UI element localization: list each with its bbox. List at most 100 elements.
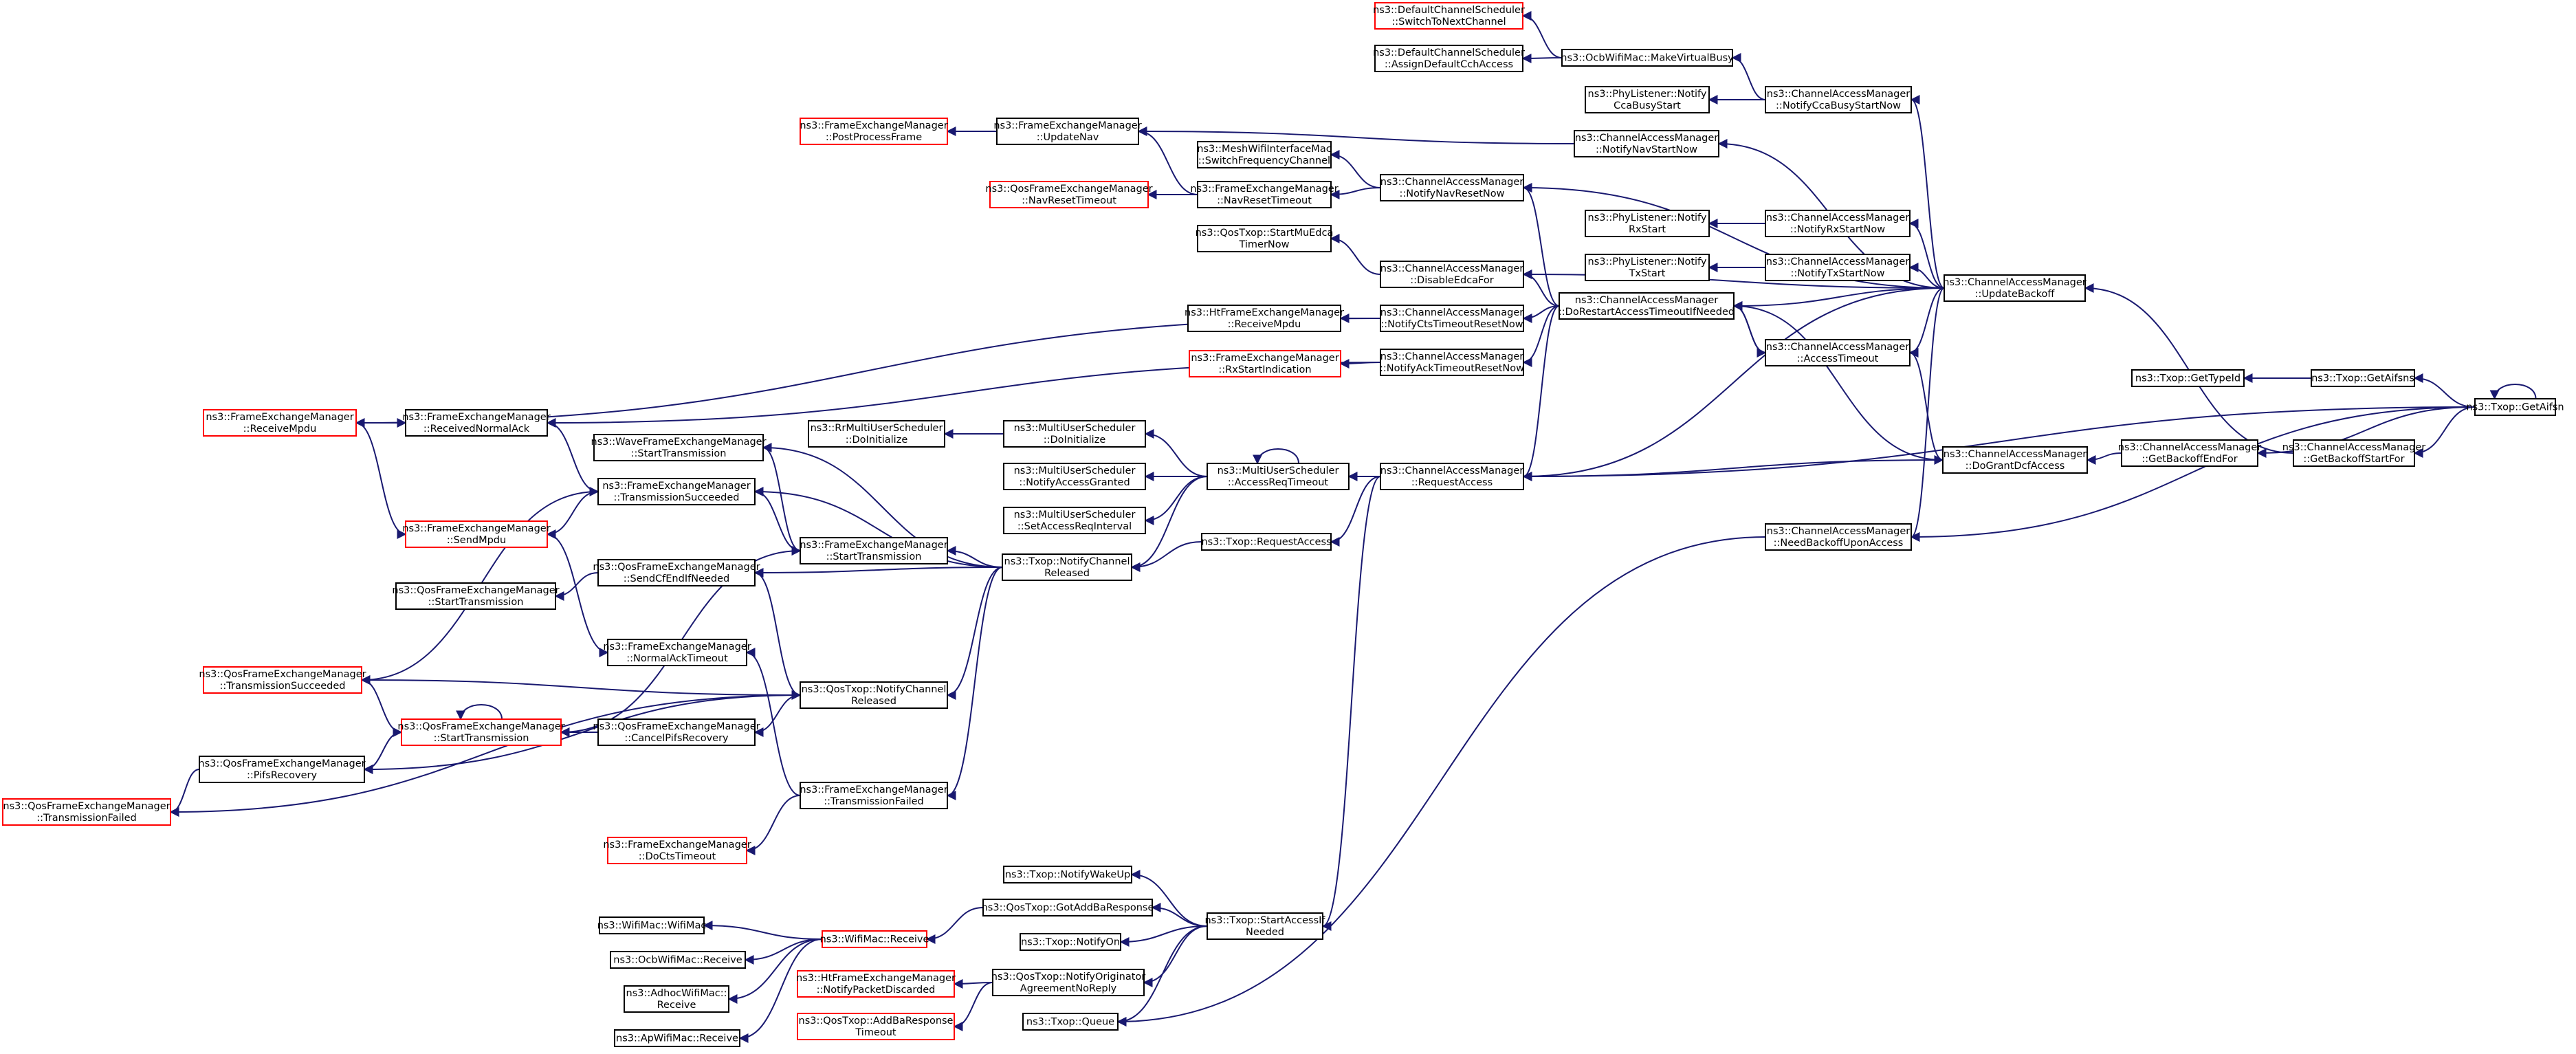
node-box <box>1765 86 1912 113</box>
node-label-line: ::StartTransmission <box>631 448 727 459</box>
graph-node-getbackoffendfor[interactable]: ns3::ChannelAccessManager::GetBackoffEnd… <box>2118 439 2262 467</box>
node-box <box>1585 210 1710 237</box>
graph-node-needbackoff[interactable]: ns3::ChannelAccessManager::NeedBackoffUp… <box>1765 523 1912 551</box>
graph-node-navresetnow[interactable]: ns3::ChannelAccessManager::NotifyNavRese… <box>1380 174 1524 201</box>
graph-node-disableedca[interactable]: ns3::ChannelAccessManager::DisableEdcaFo… <box>1380 261 1524 288</box>
call-edge-dorestart-to-updatebackoff <box>1732 287 1945 311</box>
graph-node-updatebackoff[interactable]: ns3::ChannelAccessManager::UpdateBackoff <box>1943 274 2087 302</box>
graph-node-htfem_discarded[interactable]: ns3::HtFrameExchangeManager::NotifyPacke… <box>796 970 956 998</box>
graph-node-dogrant[interactable]: ns3::ChannelAccessManager::DoGrantDcfAcc… <box>1942 446 2088 474</box>
node-label-line: ::DisableEdcaFor <box>1410 275 1493 286</box>
graph-node-ap_receive[interactable]: ns3::ApWifiMac::Receive <box>614 1029 740 1047</box>
graph-node-fem_receivempdu[interactable]: ns3::FrameExchangeManager::ReceiveMpdu <box>203 409 357 437</box>
graph-node-qfem_navreset[interactable]: ns3::QosFrameExchangeManager::NavResetTi… <box>985 181 1153 208</box>
node-box <box>800 118 948 145</box>
node-label-line: ::NotifyAccessGranted <box>1019 477 1130 488</box>
graph-node-fem_postprocess[interactable]: ns3::FrameExchangeManager::PostProcessFr… <box>800 118 948 145</box>
call-edge-requestaccess-to-getaifsn <box>1522 406 2476 481</box>
node-label-line: ns3::WifiMac::Receive <box>820 934 929 945</box>
node-box <box>989 181 1149 208</box>
graph-node-mus_doinit[interactable]: ns3::MultiUserScheduler::DoInitialize <box>1003 420 1146 448</box>
node-box <box>1944 274 2086 302</box>
graph-node-ocb_receive[interactable]: ns3::OcbWifiMac::Receive <box>610 951 746 969</box>
node-box <box>808 420 945 448</box>
node-label-line: ns3::QosTxop::StartMuEdca <box>1196 228 1334 239</box>
call-edge-qfem_txfailed-to-qostxop_notifyreleased <box>169 694 801 817</box>
graph-node-requestaccess[interactable]: ns3::ChannelAccessManager::RequestAccess <box>1380 463 1524 490</box>
node-box <box>199 756 365 783</box>
node-box <box>614 1029 740 1047</box>
node-box <box>800 681 948 709</box>
graph-node-fem_updatenav[interactable]: ns3::FrameExchangeManager::UpdateNav <box>993 118 1142 145</box>
graph-node-phyrxstart[interactable]: ns3::PhyListener::NotifyRxStart <box>1585 210 1710 237</box>
node-label-line: ns3::ChannelAccessManager <box>2118 442 2262 453</box>
graph-node-rxstartnow[interactable]: ns3::ChannelAccessManager::NotifyRxStart… <box>1765 210 1911 237</box>
graph-node-qfem_cancelpifs[interactable]: ns3::QosFrameExchangeManager::CancelPifs… <box>593 718 760 746</box>
graph-node-ctstimeoutreset[interactable]: ns3::ChannelAccessManager::NotifyCtsTime… <box>1380 305 1524 332</box>
graph-node-fem_docts[interactable]: ns3::FrameExchangeManager::DoCtsTimeout <box>603 837 751 864</box>
node-label-line: ::NotifyNavResetNow <box>1399 188 1504 199</box>
graph-node-fem_sendmpdu[interactable]: ns3::FrameExchangeManager::SendMpdu <box>402 520 551 548</box>
graph-node-qfem_pifsrecovery[interactable]: ns3::QosFrameExchangeManager::PifsRecove… <box>198 756 366 783</box>
node-label-line: ns3::QosTxop::NotifyChannel <box>802 684 947 695</box>
graph-node-getaifsns[interactable]: ns3::Txop::GetAifsns <box>2311 369 2415 387</box>
graph-node-fem_navreset[interactable]: ns3::FrameExchangeManager::NavResetTimeo… <box>1190 181 1339 208</box>
graph-node-meshswitch[interactable]: ns3::MeshWifiInterfaceMac::SwitchFrequen… <box>1197 141 1332 168</box>
graph-node-mus_accessreqtimeout[interactable]: ns3::MultiUserScheduler::AccessReqTimeou… <box>1207 463 1350 490</box>
graph-node-mus_setinterval[interactable]: ns3::MultiUserScheduler::SetAccessReqInt… <box>1003 507 1146 534</box>
graph-node-fem_normalacktimeout[interactable]: ns3::FrameExchangeManager::NormalAckTime… <box>603 639 751 666</box>
graph-node-fem_txsucceeded[interactable]: ns3::FrameExchangeManager::TransmissionS… <box>597 478 756 505</box>
graph-node-fem_starttx[interactable]: ns3::FrameExchangeManager::StartTransmis… <box>800 537 948 564</box>
node-box <box>597 559 756 586</box>
graph-node-gettypeid[interactable]: ns3::Txop::GetTypeId <box>2131 369 2245 387</box>
graph-node-qostxop_gotaddba[interactable]: ns3::QosTxop::GotAddBaResponse <box>982 899 1154 916</box>
node-label-line: ns3::RrMultiUserScheduler <box>811 423 943 434</box>
graph-node-txop_notifywakeup[interactable]: ns3::Txop::NotifyWakeUp <box>1003 866 1132 883</box>
graph-node-acktimeoutreset[interactable]: ns3::ChannelAccessManager::NotifyAckTime… <box>1380 349 1524 376</box>
graph-node-fem_receivednormalack[interactable]: ns3::FrameExchangeManager::ReceivedNorma… <box>402 409 551 437</box>
graph-node-wfem_starttx[interactable]: ns3::WaveFrameExchangeManager::StartTran… <box>591 434 767 461</box>
graph-node-getaifsn[interactable]: ns3::Txop::GetAifsn <box>2466 398 2564 416</box>
graph-node-getbackoffstartfor[interactable]: ns3::ChannelAccessManager::GetBackoffSta… <box>2282 439 2426 467</box>
graph-node-htfem_receivempdu[interactable]: ns3::HtFrameExchangeManager::ReceiveMpdu <box>1185 305 1344 332</box>
graph-node-qfem_sendcfend[interactable]: ns3::QosFrameExchangeManager::SendCfEndI… <box>593 559 760 586</box>
node-box <box>2293 439 2415 467</box>
graph-node-qfem_starttx[interactable]: ns3::QosFrameExchangeManager::StartTrans… <box>392 582 560 610</box>
graph-node-makevirtualbusy[interactable]: ns3::OcbWifiMac::MakeVirtualBusy <box>1561 49 1734 67</box>
graph-node-mus_notifygranted[interactable]: ns3::MultiUserScheduler::NotifyAccessGra… <box>1003 463 1146 490</box>
graph-node-fem_rxstartind[interactable]: ns3::FrameExchangeManager::RxStartIndica… <box>1189 350 1341 377</box>
graph-node-assigndefault[interactable]: ns3::DefaultChannelScheduler::AssignDefa… <box>1373 45 1525 72</box>
node-label-line: AgreementNoReply <box>1020 983 1117 994</box>
graph-node-qfem_starttx2[interactable]: ns3::QosFrameExchangeManager::StartTrans… <box>397 718 565 746</box>
graph-node-txop_requestaccess[interactable]: ns3::Txop::RequestAccess <box>1201 533 1332 551</box>
node-label-line: ::AccessTimeout <box>1797 353 1879 364</box>
graph-node-qfem_txfailed[interactable]: ns3::QosFrameExchangeManager::Transmissi… <box>2 798 171 826</box>
graph-node-switchtonext[interactable]: ns3::DefaultChannelScheduler::SwitchToNe… <box>1373 2 1525 30</box>
graph-node-qostxop_noreply[interactable]: ns3::QosTxop::NotifyOriginatorAgreementN… <box>991 969 1146 996</box>
graph-node-ccabusy[interactable]: ns3::ChannelAccessManager::NotifyCcaBusy… <box>1765 86 1912 113</box>
graph-node-qfem_txsucceeded[interactable]: ns3::QosFrameExchangeManager::Transmissi… <box>199 666 366 694</box>
call-edge-navresetnow-to-updatebackoff <box>1522 183 1945 289</box>
graph-node-dorestart[interactable]: ns3::ChannelAccessManager::DoRestartAcce… <box>1559 292 1735 320</box>
graph-node-adhoc_receive[interactable]: ns3::AdhocWifiMac::Receive <box>624 985 729 1013</box>
graph-node-fem_txfailed[interactable]: ns3::FrameExchangeManager::TransmissionF… <box>800 782 948 809</box>
graph-node-rrmus_doinit[interactable]: ns3::RrMultiUserScheduler::DoInitialize <box>808 420 945 448</box>
graph-node-phytxstart[interactable]: ns3::PhyListener::NotifyTxStart <box>1585 254 1710 281</box>
call-edge-txop_queue-to-needbackoff <box>1116 536 1766 1026</box>
graph-node-navstartnow[interactable]: ns3::ChannelAccessManager::NotifyNavStar… <box>1574 130 1719 157</box>
graph-node-txstartnow[interactable]: ns3::ChannelAccessManager::NotifyTxStart… <box>1765 254 1911 281</box>
graph-node-accesstimeout[interactable]: ns3::ChannelAccessManager::AccessTimeout <box>1765 339 1911 366</box>
node-label-line: ns3::QosTxop::GotAddBaResponse <box>982 903 1154 914</box>
node-label-line: ::NotifyAckTimeoutResetNow <box>1380 363 1524 374</box>
graph-node-txop_queue[interactable]: ns3::Txop::Queue <box>1022 1013 1119 1031</box>
node-box <box>610 951 746 969</box>
graph-node-phyccabusy[interactable]: ns3::PhyListener::NotifyCcaBusyStart <box>1585 86 1710 113</box>
graph-node-wifimac_receive[interactable]: ns3::WifiMac::Receive <box>820 930 929 948</box>
graph-node-txop_notifyon[interactable]: ns3::Txop::NotifyOn <box>1020 933 1121 951</box>
graph-node-wifimac_wifimac[interactable]: ns3::WifiMac::WifiMac <box>597 916 707 934</box>
